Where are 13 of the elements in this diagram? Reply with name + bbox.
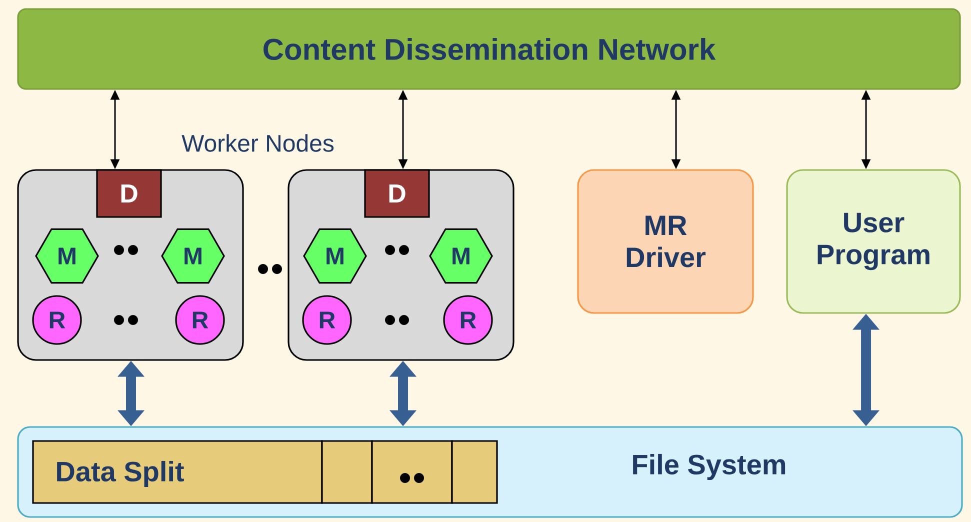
- program-box: User Program: [786, 169, 961, 314]
- network-band: Content Dissemination Network: [17, 8, 961, 90]
- map-hexagon: M: [303, 228, 367, 284]
- map-hexagon: M: [161, 228, 225, 284]
- d-block: D: [364, 169, 430, 218]
- group-label: Worker Nodes: [182, 134, 334, 152]
- map-hexagon: M: [35, 228, 99, 284]
- driver-box: MR Driver: [577, 169, 754, 314]
- split-cell: [451, 440, 498, 504]
- split-cell: [321, 440, 373, 504]
- map-hexagon: M: [429, 228, 493, 284]
- split-cell: [371, 440, 453, 504]
- d-block: D: [96, 169, 162, 218]
